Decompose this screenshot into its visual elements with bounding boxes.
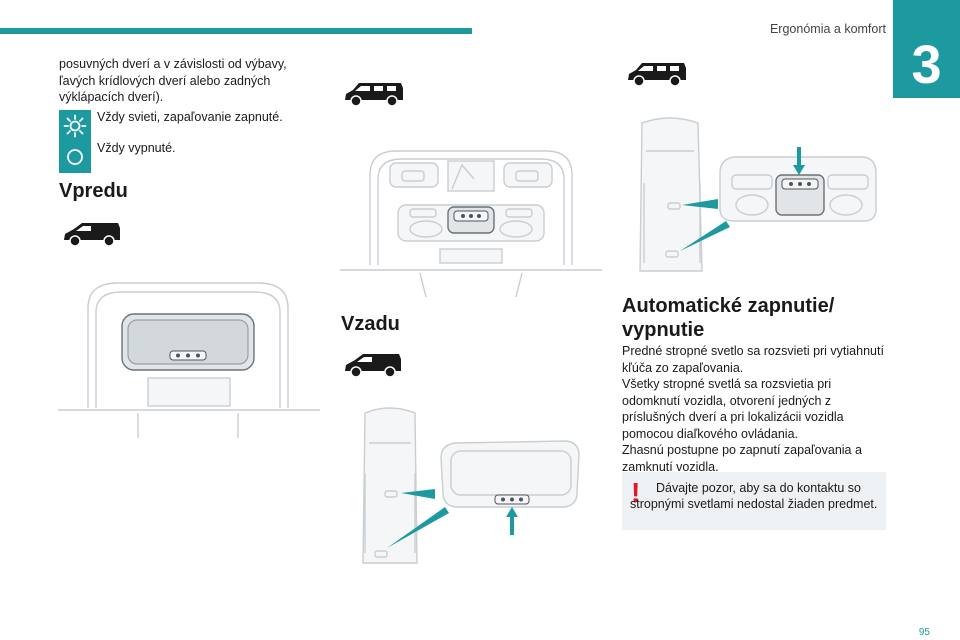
intro-text: posuvných dverí a v závislosti od výbavy… [59,57,287,104]
van-long-icon [345,83,403,107]
front-ceiling-light-illustration [58,282,320,438]
van-long-icon-right [628,63,686,87]
heading-auto: Automatické zapnutie/ vypnutie [622,295,835,341]
heading-rear: Vzadu [341,313,400,335]
light-off-icon [59,141,91,173]
auto-paragraph-3: Zhasnú postupne po zapnutí zapaľovania a… [622,443,862,474]
long-van-ceiling-console-illustration [340,150,602,298]
page-number: 95 [918,627,930,638]
warning-icon: ! [631,477,641,508]
van-short-icon [64,223,120,247]
light-on-icon [59,110,91,142]
light-on-row: Vždy svieti, zapaľovanie zapnuté. [59,110,283,142]
header-accent-bar [0,28,472,34]
van-short-icon-rear [345,354,401,378]
warning-note: ! Dávajte pozor, aby sa do kontaktu so s… [622,472,886,530]
light-on-label: Vždy svieti, zapaľovanie zapnuté. [97,110,283,124]
warning-text: Dávajte pozor, aby sa do kontaktu so str… [630,481,878,511]
heading-front: Vpredu [59,180,128,202]
auto-description: Predné stropné svetlo sa rozsvieti pri v… [622,343,887,475]
light-off-label: Vždy vypnuté. [97,141,176,155]
section-title: Ergonómia a komfort [769,22,886,36]
long-van-rear-light-illustration [639,117,877,272]
rear-ceiling-light-illustration [362,407,580,564]
chapter-number: 3 [893,0,960,98]
light-off-row: Vždy vypnuté. [59,141,176,173]
auto-paragraph-1: Predné stropné svetlo sa rozsvieti pri v… [622,344,884,375]
auto-paragraph-2: Všetky stropné svetlá sa rozsvietia pri … [622,377,844,441]
